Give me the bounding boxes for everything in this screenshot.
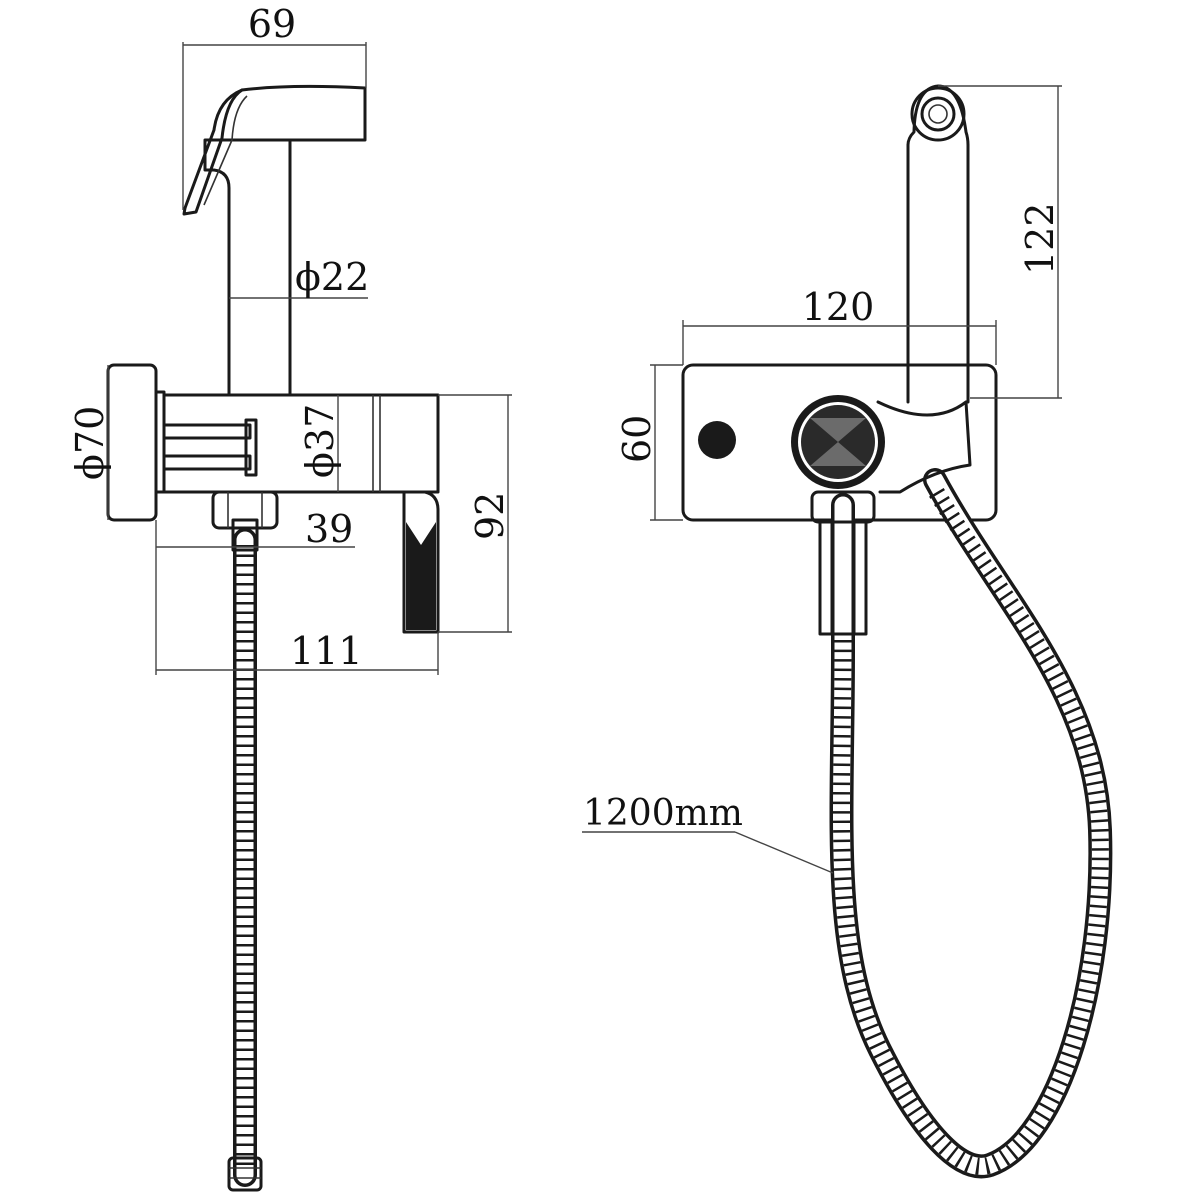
wall-flange	[106, 363, 166, 522]
spray-head	[182, 84, 367, 397]
label-phi70: ϕ70	[68, 406, 112, 480]
control-knob	[791, 395, 885, 489]
dim-122: 122	[938, 85, 1062, 399]
dim-phi37: ϕ37	[298, 395, 342, 492]
valve-body	[162, 393, 440, 494]
label-92: 92	[468, 492, 512, 540]
front-hose	[829, 468, 1113, 1179]
label-111: 111	[290, 629, 363, 673]
dim-phi70: ϕ70	[68, 365, 112, 520]
lever-handle	[402, 490, 440, 634]
label-60: 60	[615, 415, 659, 463]
dim-60: 60	[615, 364, 683, 521]
label-39: 39	[305, 507, 353, 551]
label-120: 120	[802, 285, 875, 329]
dim-hose-length: 1200mm	[582, 793, 834, 874]
dim-39: 39	[155, 507, 355, 675]
dim-92: 92	[438, 394, 512, 633]
mounting-hole	[698, 421, 736, 459]
label-phi37: ϕ37	[298, 404, 342, 478]
holder-bracket	[876, 84, 972, 494]
label-hose-length: 1200mm	[583, 793, 743, 834]
side-view: 69 ϕ22 ϕ70 ϕ37 39 92	[68, 2, 512, 1192]
dim-phi22: ϕ22	[229, 255, 369, 299]
dim-69: 69	[182, 2, 367, 210]
label-phi22: ϕ22	[295, 255, 369, 299]
label-69: 69	[248, 2, 296, 46]
hose-nut	[211, 490, 279, 530]
dim-120: 120	[682, 285, 997, 365]
side-hose	[227, 518, 263, 1192]
front-view: 120 60 122 1200mm	[582, 84, 1113, 1179]
label-122: 122	[1018, 202, 1062, 275]
dim-111: 111	[156, 629, 439, 675]
front-hose-nut	[810, 490, 876, 636]
